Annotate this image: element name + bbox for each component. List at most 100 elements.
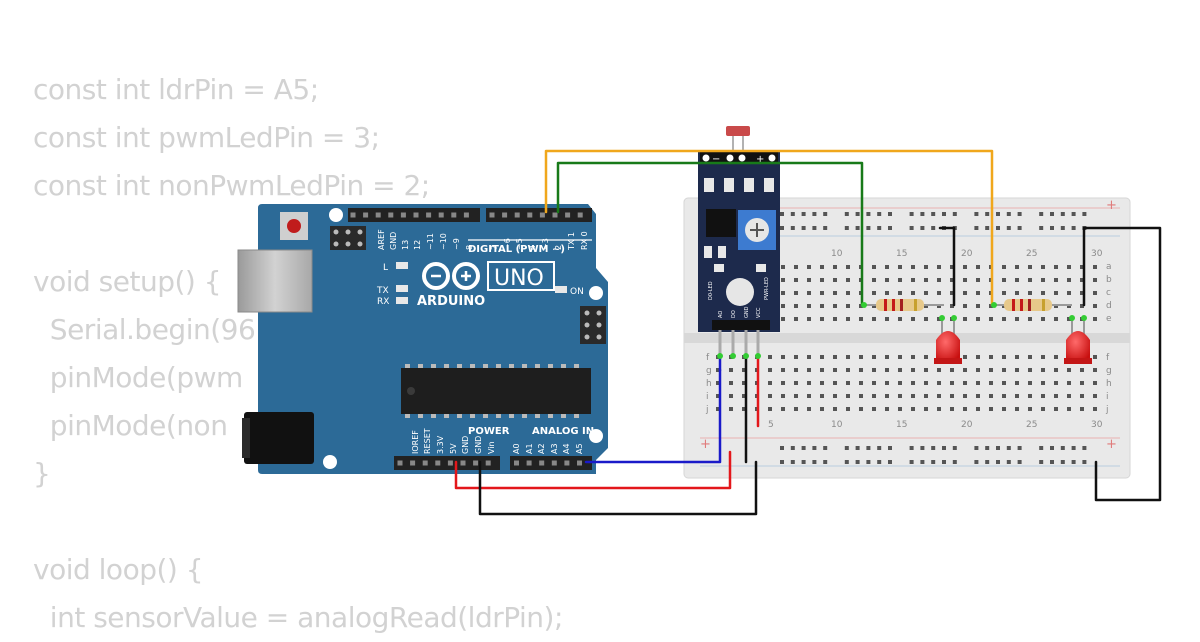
bb-hole[interactable] (872, 368, 876, 372)
bb-hole[interactable] (846, 304, 850, 308)
bb-hole[interactable] (898, 278, 902, 282)
bb-hole[interactable] (909, 446, 914, 450)
bb-hole[interactable] (976, 291, 980, 295)
bb-hole[interactable] (859, 394, 863, 398)
bb-hole[interactable] (950, 291, 954, 295)
bb-hole[interactable] (807, 355, 811, 359)
bb-hole[interactable] (729, 368, 733, 372)
bb-hole[interactable] (833, 304, 837, 308)
bb-hole[interactable] (820, 291, 824, 295)
bb-hole[interactable] (820, 381, 824, 385)
bb-hole[interactable] (920, 460, 925, 464)
bb-hole[interactable] (846, 381, 850, 385)
bb-hole[interactable] (846, 368, 850, 372)
bb-hole[interactable] (716, 381, 720, 385)
bb-hole[interactable] (844, 212, 849, 216)
bb-hole[interactable] (1093, 355, 1097, 359)
bb-hole[interactable] (974, 460, 979, 464)
header-pin[interactable] (400, 212, 406, 218)
header-pin[interactable] (502, 212, 508, 218)
header-pin[interactable] (539, 212, 545, 218)
bb-hole[interactable] (1028, 265, 1032, 269)
bb-hole[interactable] (1041, 394, 1045, 398)
bb-hole[interactable] (885, 407, 889, 411)
bb-hole[interactable] (1041, 278, 1045, 282)
bb-hole[interactable] (1006, 212, 1011, 216)
bb-hole[interactable] (950, 381, 954, 385)
bb-hole[interactable] (963, 291, 967, 295)
bb-hole[interactable] (937, 394, 941, 398)
bb-hole[interactable] (872, 381, 876, 385)
bb-hole[interactable] (1006, 446, 1011, 450)
bb-hole[interactable] (781, 355, 785, 359)
bb-hole[interactable] (716, 368, 720, 372)
bb-hole[interactable] (1093, 304, 1097, 308)
bb-hole[interactable] (1015, 381, 1019, 385)
bb-hole[interactable] (1080, 368, 1084, 372)
bb-hole[interactable] (1093, 278, 1097, 282)
bb-hole[interactable] (716, 407, 720, 411)
bb-hole[interactable] (833, 265, 837, 269)
module-pin[interactable] (731, 330, 735, 356)
bb-hole[interactable] (976, 265, 980, 269)
bb-hole[interactable] (1015, 355, 1019, 359)
bb-hole[interactable] (1028, 278, 1032, 282)
bb-hole[interactable] (989, 407, 993, 411)
bb-hole[interactable] (976, 368, 980, 372)
bb-hole[interactable] (911, 355, 915, 359)
bb-hole[interactable] (716, 394, 720, 398)
bb-hole[interactable] (989, 304, 993, 308)
bb-hole[interactable] (888, 446, 892, 450)
bb-hole[interactable] (909, 226, 914, 230)
bb-hole[interactable] (924, 394, 928, 398)
bb-hole[interactable] (1002, 407, 1006, 411)
bb-hole[interactable] (790, 446, 795, 450)
bb-hole[interactable] (963, 368, 967, 372)
bb-hole[interactable] (742, 368, 746, 372)
header-pin[interactable] (363, 212, 369, 218)
bb-hole[interactable] (989, 394, 993, 398)
header-pin[interactable] (397, 460, 403, 466)
bb-hole[interactable] (1067, 265, 1071, 269)
bb-hole[interactable] (985, 446, 990, 450)
bb-hole[interactable] (1067, 394, 1071, 398)
bb-hole[interactable] (833, 278, 837, 282)
bb-hole[interactable] (859, 368, 863, 372)
bb-hole[interactable] (1071, 226, 1076, 230)
bb-hole[interactable] (780, 460, 784, 464)
bb-hole[interactable] (931, 446, 936, 450)
bb-hole[interactable] (1093, 291, 1097, 295)
bb-hole[interactable] (898, 394, 902, 398)
bb-hole[interactable] (898, 317, 902, 321)
bb-hole[interactable] (885, 355, 889, 359)
bb-hole[interactable] (877, 226, 882, 230)
bb-hole[interactable] (885, 317, 889, 321)
bb-hole[interactable] (950, 304, 954, 308)
bb-hole[interactable] (976, 407, 980, 411)
bb-hole[interactable] (833, 291, 837, 295)
bb-hole[interactable] (885, 394, 889, 398)
bb-hole[interactable] (1041, 291, 1045, 295)
bb-hole[interactable] (976, 394, 980, 398)
bb-hole[interactable] (924, 278, 928, 282)
bb-hole[interactable] (872, 317, 876, 321)
bb-hole[interactable] (833, 394, 837, 398)
bb-hole[interactable] (1060, 446, 1065, 450)
bb-hole[interactable] (1028, 407, 1032, 411)
bb-hole[interactable] (1006, 226, 1011, 230)
bb-hole[interactable] (1093, 317, 1097, 321)
bb-hole[interactable] (794, 317, 798, 321)
bb-hole[interactable] (790, 460, 795, 464)
bb-hole[interactable] (781, 291, 785, 295)
bb-hole[interactable] (1050, 446, 1054, 450)
bb-hole[interactable] (1002, 291, 1006, 295)
bb-hole[interactable] (1028, 291, 1032, 295)
bb-hole[interactable] (1071, 460, 1076, 464)
bb-hole[interactable] (820, 265, 824, 269)
header-pin[interactable] (551, 460, 557, 466)
bb-hole[interactable] (846, 291, 850, 295)
bb-hole[interactable] (872, 291, 876, 295)
header-pin[interactable] (350, 212, 356, 218)
header-pin[interactable] (438, 212, 444, 218)
bb-hole[interactable] (781, 368, 785, 372)
